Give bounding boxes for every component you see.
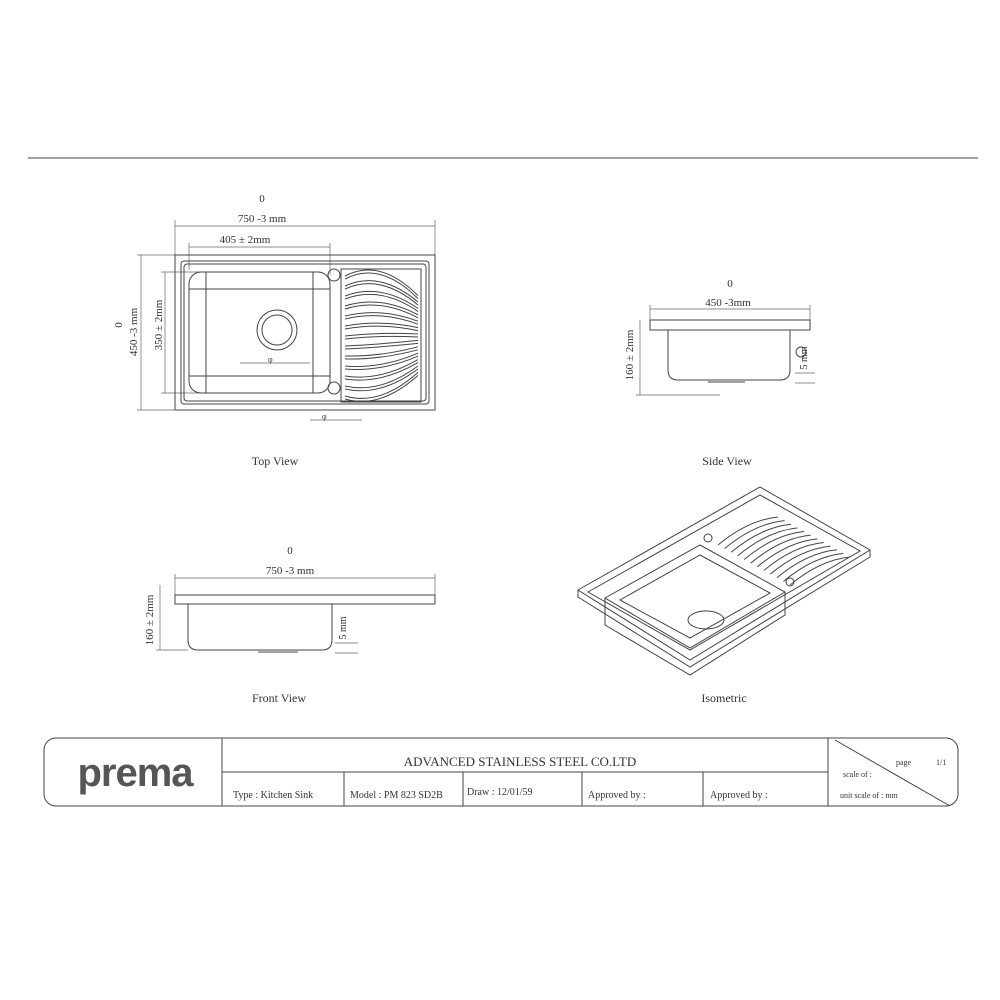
isometric-rib [776, 549, 837, 579]
isometric-rib [770, 545, 831, 575]
page-value: 1/1 [936, 758, 946, 767]
drainboard-rib [344, 359, 419, 381]
scale-field: scale of : [843, 770, 872, 779]
isometric-rib [763, 541, 824, 571]
drainboard-rib [344, 365, 419, 392]
side-height-dim: 160 ± 2mm [624, 329, 636, 380]
drainboard-rib [344, 352, 419, 370]
company-name: ADVANCED STAINLESS STEEL CO.LTD [404, 754, 637, 769]
approved-by-2: Approved by : [710, 790, 768, 801]
drainboard-ribs [344, 269, 419, 402]
drainboard-rib [344, 290, 419, 312]
model-field: Model : PM 823 SD2B [350, 790, 443, 801]
front-dim-zero: 0 [287, 545, 293, 557]
isometric-view: Isometric [577, 486, 871, 705]
prema-logo: prema [77, 751, 194, 795]
drainboard-rib [344, 332, 419, 340]
top-view-label: Top View [252, 454, 299, 468]
type-field: Type : Kitchen Sink [233, 790, 313, 801]
unit-scale-field: unit scale of : mm [840, 791, 899, 800]
drainboard-rib [344, 301, 419, 319]
drainboard-rib [344, 280, 419, 306]
top-dim-zero-h: 0 [259, 193, 265, 205]
drainboard-rib [344, 339, 419, 350]
side-view-label: Side View [702, 454, 752, 468]
side-rim-dim: 5 mm [799, 346, 810, 369]
page-label: page [896, 758, 912, 767]
isometric-rib [730, 523, 792, 553]
top-bowl-width-dim: 405 ± 2mm [220, 234, 271, 246]
front-view: 0 750 -3 mm 160 ± 2mm 5 mm Front View [144, 545, 436, 705]
isometric-rib [789, 556, 851, 586]
isometric-ribs [717, 516, 851, 586]
drainboard-rib [344, 312, 419, 325]
isometric-rib [737, 527, 798, 557]
drainboard-rib [344, 372, 419, 402]
top-dim-zero-v: 0 [113, 322, 125, 328]
top-width-dim: 750 -3 mm [238, 213, 287, 225]
front-width-dim: 750 -3 mm [266, 565, 315, 577]
front-view-label: Front View [252, 691, 306, 705]
isometric-rib [756, 538, 818, 568]
approved-by-1: Approved by : [588, 790, 646, 801]
draw-date-field: Draw : 12/01/59 [467, 787, 533, 798]
side-view: 0 450 -3mm 160 ± 2mm 5 mm Side View [624, 278, 815, 468]
top-bowl-depth-dim: 350 ± 2mm [153, 299, 165, 350]
isometric-rib [717, 516, 779, 546]
isometric-rib [724, 520, 785, 550]
top-depth-dim: 450 -3 mm [128, 307, 140, 356]
drain-diameter-symbol: φ [268, 355, 273, 364]
front-height-dim: 160 ± 2mm [144, 594, 156, 645]
isometric-label: Isometric [701, 691, 746, 705]
front-rim-dim: 5 mm [338, 616, 349, 639]
drainboard-rib [344, 322, 419, 332]
top-view: 0 750 -3 mm 405 ± 2mm 0 450 -3 mm 350 ± … [113, 193, 436, 468]
side-dim-zero: 0 [727, 278, 733, 290]
overflow-diameter-symbol: φ [322, 412, 327, 421]
isometric-rib [783, 552, 844, 582]
drainboard-rib [344, 346, 419, 360]
drainboard-rib [344, 269, 419, 299]
title-block: prema ADVANCED STAINLESS STEEL CO.LTD Ty… [43, 737, 959, 807]
isometric-rib [750, 534, 811, 564]
isometric-rib [743, 531, 805, 560]
side-width-dim: 450 -3mm [705, 297, 751, 309]
